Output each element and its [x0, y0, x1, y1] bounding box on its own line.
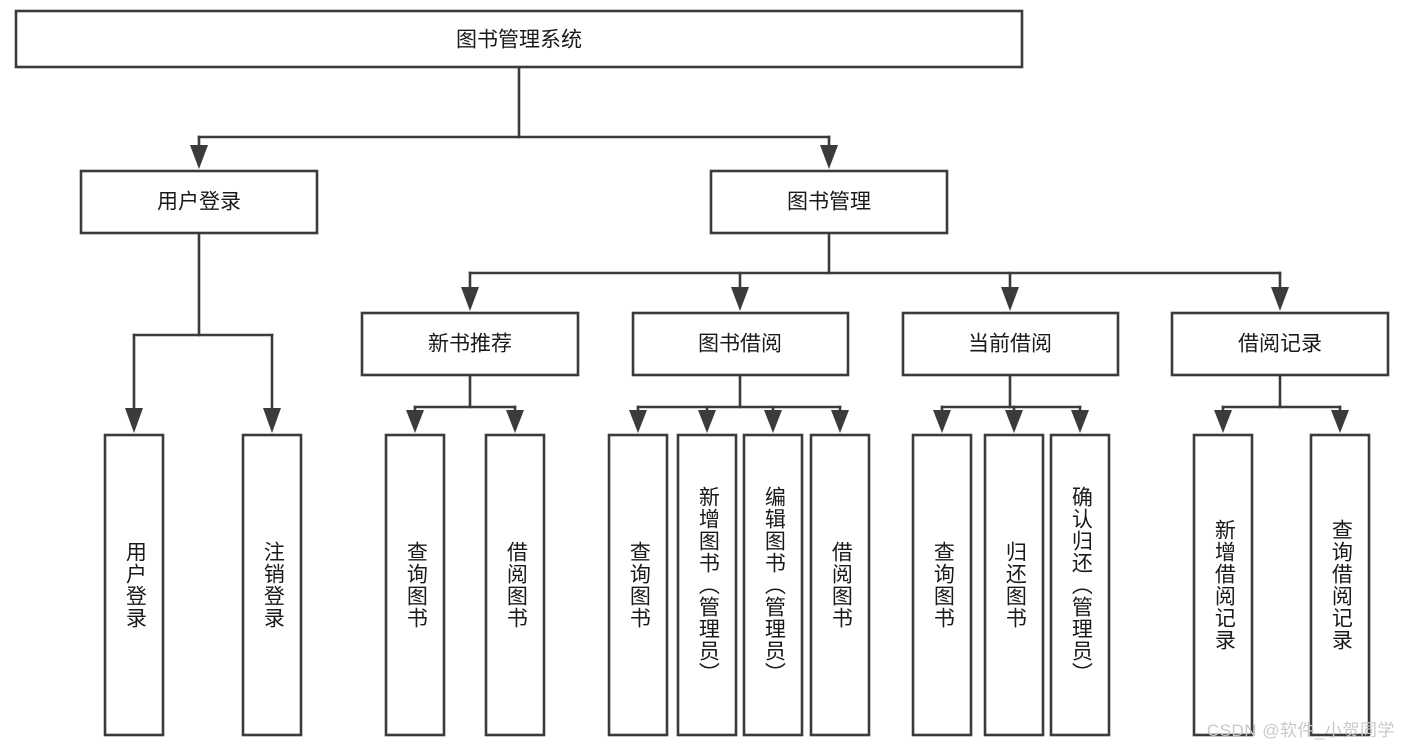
arrow-head-logout-leaf — [263, 408, 281, 433]
node-box-leaf-user-login[interactable] — [103, 433, 165, 737]
arrow-head-cb-confirm — [1071, 410, 1089, 433]
arrow-head-borrowbook — [731, 287, 749, 311]
arrow-head-bb-borrow — [831, 410, 849, 433]
node-box-new-book-recommend[interactable] — [360, 311, 580, 377]
arrow-head-newbook-borrow — [506, 410, 524, 433]
node-box-leaf-br-add-record[interactable] — [1192, 433, 1254, 737]
arrow-head-cb-query — [933, 410, 951, 433]
node-box-leaf-cb-return-book[interactable] — [983, 433, 1045, 737]
csdn-watermark: CSDN @软件_小贺同学 — [1206, 721, 1395, 740]
arrow-head-bookmgmt — [820, 145, 838, 169]
node-label-book-borrow: 图书借阅 — [698, 333, 782, 356]
node-box-leaf-bb-borrow-book[interactable] — [809, 433, 871, 737]
node-label-borrow-record: 借阅记录 — [1238, 333, 1322, 356]
node-box-leaf-cb-confirm-return[interactable] — [1049, 433, 1111, 737]
node-box-leaf-br-query-record[interactable] — [1309, 433, 1371, 737]
node-box-current-borrow[interactable] — [901, 311, 1120, 377]
arrow-head-currentborrow — [1001, 287, 1019, 311]
node-box-book-management[interactable] — [709, 169, 949, 235]
arrow-head-user-login-leaf — [125, 408, 143, 433]
connector-layer — [125, 65, 1349, 433]
node-box-user-login[interactable] — [79, 169, 319, 235]
node-box-borrow-record[interactable] — [1170, 311, 1390, 377]
node-label-new-book-recommend: 新书推荐 — [428, 333, 512, 356]
node-box-leaf-cb-query-book[interactable] — [911, 433, 973, 737]
arrow-head-bb-edit — [764, 410, 782, 433]
node-box-title[interactable] — [14, 9, 1024, 69]
node-label-current-borrow: 当前借阅 — [968, 333, 1052, 356]
arrow-head-br-add — [1214, 410, 1232, 433]
node-layer: 图书管理系统 用户登录 图书管理 新书推荐 图书借阅 当前借阅 借阅记录 — [14, 9, 1390, 737]
arrow-head-bb-query — [629, 410, 647, 433]
node-box-leaf-bb-edit-book[interactable] — [742, 433, 804, 737]
node-box-leaf-nb-query-book[interactable] — [384, 433, 446, 737]
arrow-head-bb-add — [698, 410, 716, 433]
arrow-head-newbook-query — [406, 410, 424, 433]
arrow-head-newbook — [461, 287, 479, 311]
node-box-leaf-logout[interactable] — [241, 433, 303, 737]
node-box-book-borrow[interactable] — [631, 311, 850, 377]
arrow-head-borrowrecord — [1271, 287, 1289, 311]
arrow-head-br-query — [1331, 410, 1349, 433]
node-label-user-login: 用户登录 — [157, 191, 241, 214]
arrow-head-userlogin — [190, 145, 208, 169]
node-box-leaf-nb-borrow-book[interactable] — [484, 433, 546, 737]
node-box-leaf-bb-add-book[interactable] — [676, 433, 738, 737]
node-box-leaf-bb-query-book[interactable] — [607, 433, 669, 737]
node-label-title: 图书管理系统 — [456, 29, 582, 52]
arrow-head-cb-return — [1005, 410, 1023, 433]
node-label-book-management: 图书管理 — [787, 191, 871, 214]
